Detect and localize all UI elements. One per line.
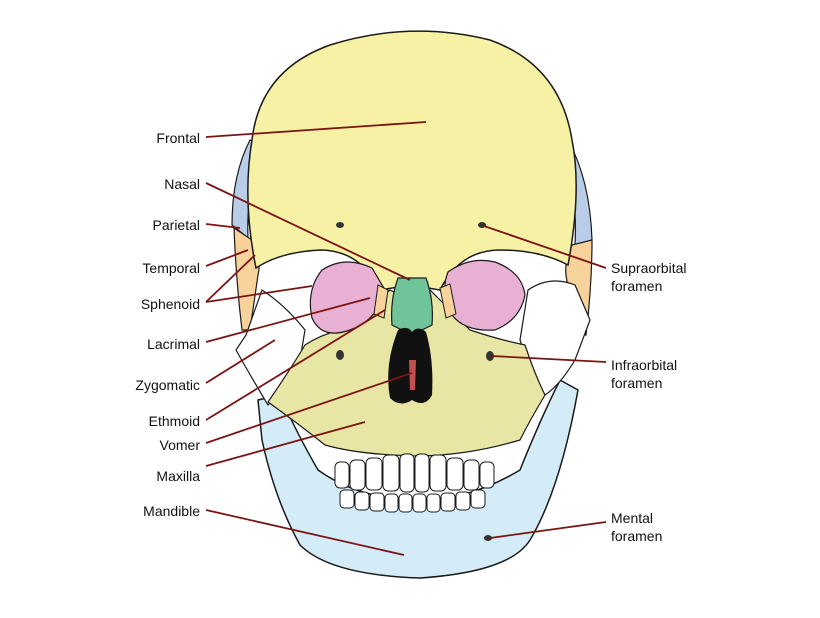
leader-maxilla (205, 421, 366, 467)
label-parietal: Parietal (152, 217, 200, 233)
label-infraorbital-foramen: Infraorbital foramen (611, 356, 677, 392)
leader-supraorbital (483, 225, 607, 269)
leader-parietal (205, 223, 241, 229)
orbit-right-sphenoid (444, 259, 526, 331)
label-ethmoid: Ethmoid (148, 413, 200, 429)
vomer-bone (409, 360, 416, 390)
label-maxilla: Maxilla (156, 468, 200, 484)
leader-infraorbital (491, 355, 607, 363)
leader-mental (489, 521, 607, 539)
label-mental-foramen: Mental foramen (611, 509, 662, 545)
leader-ethmoid (205, 309, 386, 421)
leader-vomer (205, 372, 413, 444)
label-mandible: Mandible (143, 503, 200, 519)
label-infraorbital-line2: foramen (611, 375, 663, 391)
label-supraorbital-line2: foramen (611, 278, 663, 294)
label-zygomatic: Zygomatic (135, 377, 200, 393)
supraorbital-foramen-left (336, 222, 344, 228)
label-vomer: Vomer (159, 437, 200, 453)
nasal-bone (391, 277, 433, 336)
label-mental-line2: foramen (611, 528, 663, 544)
leader-frontal (205, 121, 427, 138)
leader-lines (205, 121, 607, 556)
label-supraorbital-line1: Supraorbital (611, 260, 687, 276)
leader-sphenoid-2 (205, 285, 313, 303)
orbit-left-sphenoid (309, 261, 386, 334)
lower-teeth (339, 489, 486, 513)
label-mental-line1: Mental (611, 510, 654, 526)
label-temporal: Temporal (142, 260, 200, 276)
leader-sphenoid-1 (205, 254, 256, 303)
label-nasal: Nasal (164, 176, 200, 192)
label-frontal: Frontal (156, 130, 200, 146)
leader-mandible (205, 509, 405, 556)
upper-teeth (334, 453, 495, 493)
leader-zygomatic (205, 339, 276, 384)
lacrimal-bone-right (439, 283, 457, 319)
leader-lacrimal (205, 297, 371, 343)
label-lacrimal: Lacrimal (147, 336, 200, 352)
leader-temporal (205, 249, 249, 267)
infraorbital-foramen-right (486, 351, 494, 361)
label-infraorbital-line1: Infraorbital (611, 357, 678, 373)
label-sphenoid: Sphenoid (140, 296, 200, 312)
frontal-bone (247, 30, 577, 291)
label-supraorbital-foramen: Supraorbital foramen (611, 259, 687, 295)
infraorbital-foramen-left (336, 350, 344, 360)
mental-foramen-right (484, 535, 492, 541)
leader-nasal (205, 182, 411, 281)
